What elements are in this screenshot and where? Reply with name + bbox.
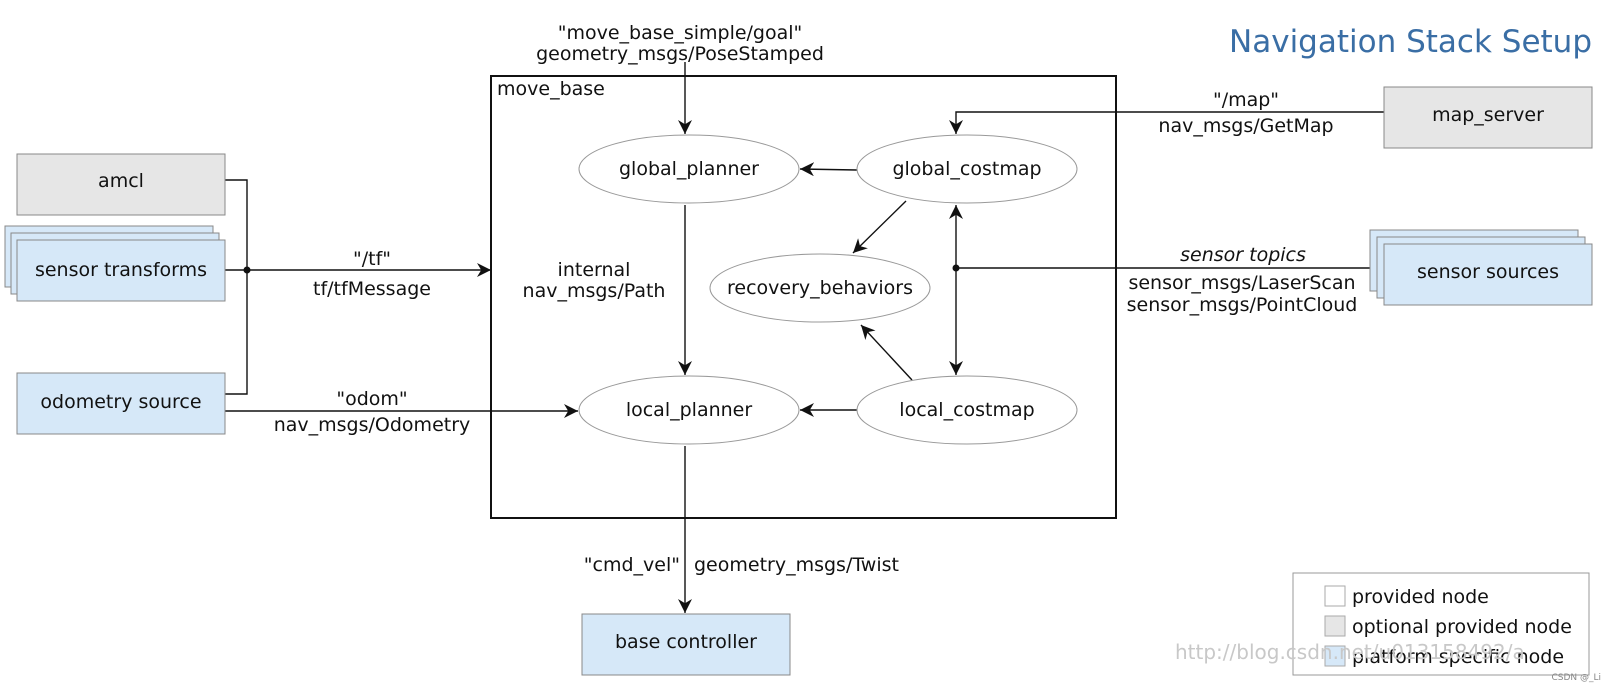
internal-label: internal (558, 259, 631, 281)
base-controller-label: base controller (615, 631, 757, 653)
goal-type-label: geometry_msgs/PoseStamped (536, 43, 824, 65)
sensor-type-1-label: sensor_msgs/LaserScan (1128, 272, 1355, 294)
legend-swatch-platform (1324, 645, 1346, 667)
sensor-transforms-label: sensor transforms (35, 259, 207, 281)
move-base-container (490, 75, 1117, 519)
sensor-transforms-node (4, 225, 226, 302)
tf-junction (243, 266, 251, 274)
amcl-node (16, 153, 226, 216)
map-type-label: nav_msgs/GetMap (1158, 115, 1333, 137)
move-base-label: move_base (497, 78, 605, 100)
legend-label-provided: provided node (1352, 586, 1489, 608)
sensor-sources-node (1369, 229, 1593, 306)
sensor-sources-label: sensor sources (1417, 261, 1559, 283)
odom-topic-label: "odom" (336, 388, 407, 410)
global-costmap-to-recovery-edge (852, 200, 907, 254)
diagram-title: Navigation Stack Setup (1229, 24, 1592, 60)
global-planner-node (578, 134, 800, 204)
local-costmap-label: local_costmap (899, 399, 1034, 421)
sensor-type-2-label: sensor_msgs/PointCloud (1127, 294, 1358, 316)
sensor-topics-label: sensor topics (1180, 244, 1306, 266)
legend-items: provided node optional provided node platf… (1324, 585, 1572, 668)
corner-credit: CSDN @_Li (1551, 673, 1601, 683)
map-server-label: map_server (1432, 104, 1544, 126)
recovery-behaviors-label: recovery_behaviors (727, 277, 913, 299)
watermark: http://blog.csdn.net/u013158492/a (1175, 640, 1525, 664)
tf-type-label: tf/tfMessage (313, 278, 431, 300)
local-planner-node (578, 375, 800, 445)
tf-bus-edge (225, 179, 248, 395)
tf-topic-label: "/tf" (353, 248, 391, 270)
odometry-source-node (16, 372, 226, 435)
legend-label-platform: platform specific node (1352, 646, 1564, 668)
amcl-label: amcl (98, 170, 144, 192)
cmd-vel-type-label: geometry_msgs/Twist (694, 554, 899, 576)
odom-type-label: nav_msgs/Odometry (274, 414, 471, 436)
global-planner-label: global_planner (619, 158, 759, 180)
sensor-junction (952, 264, 960, 272)
global-costmap-label: global_costmap (892, 158, 1041, 180)
recovery-behaviors-node (709, 253, 931, 323)
base-controller-node (581, 613, 791, 676)
legend-label-optional: optional provided node (1352, 616, 1572, 638)
map-topic-label: "/map" (1213, 89, 1279, 111)
goal-topic-label: "move_base_simple/goal" (558, 22, 803, 44)
cmd-vel-topic-label: "cmd_vel" (584, 554, 680, 576)
local-costmap-to-recovery-edge (860, 324, 913, 381)
map-edge (949, 111, 1384, 134)
global-costmap-node (856, 134, 1078, 204)
internal-type-label: nav_msgs/Path (523, 280, 666, 302)
local-costmap-node (856, 375, 1078, 445)
odometry-source-label: odometry source (40, 391, 201, 413)
local-planner-label: local_planner (626, 399, 753, 421)
map-server-node (1383, 86, 1593, 149)
legend-swatch-provided (1324, 585, 1346, 607)
costmap-to-planner-edge (799, 162, 858, 177)
legend-swatch-optional (1324, 615, 1346, 637)
